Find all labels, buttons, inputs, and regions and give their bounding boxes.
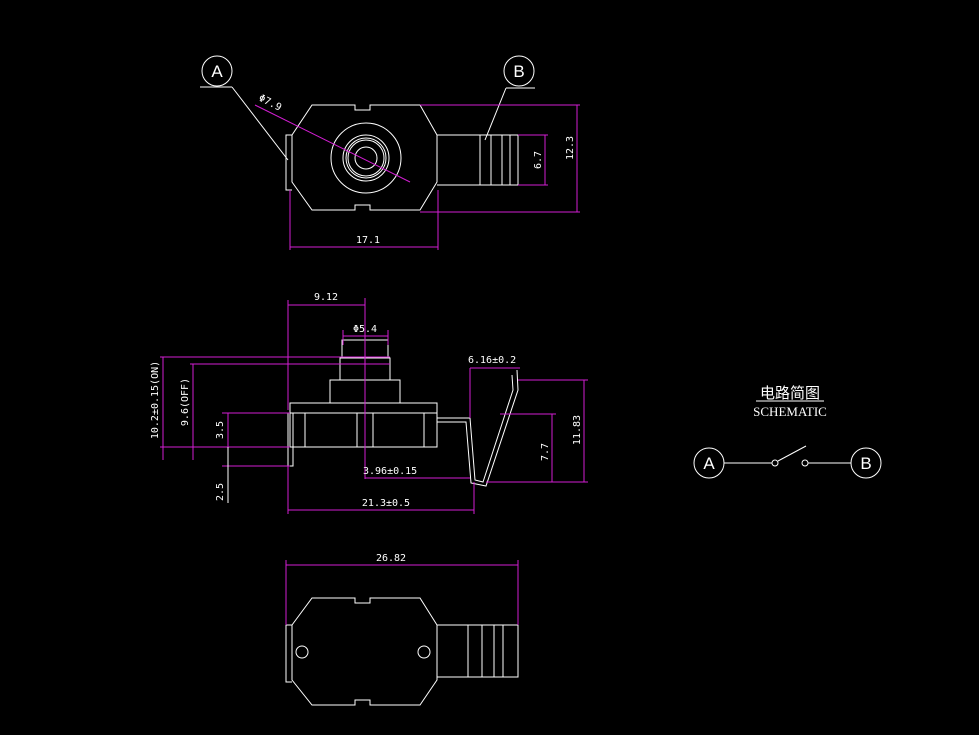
top-ring-circle xyxy=(342,134,390,182)
bottom-hole-left xyxy=(295,645,309,659)
leader-a xyxy=(231,86,289,161)
side-width-label: 21.3±0.5 xyxy=(362,498,410,509)
side-left-pin xyxy=(287,413,294,467)
top-left-tab xyxy=(285,134,292,191)
label-b: B xyxy=(513,62,524,81)
schematic-a-label: A xyxy=(703,454,715,473)
side-pin-offset-label: 3.96±0.15 xyxy=(363,466,417,477)
schematic-contact-right xyxy=(801,459,809,467)
top-body-outline xyxy=(291,104,438,211)
side-term-label: 11.83 xyxy=(572,415,583,445)
schematic-b-circle xyxy=(850,447,882,479)
bottom-body-outline xyxy=(291,597,438,706)
side-view: 9.12 Φ5.4 6.16±0.2 10.2±0.15(ON) 9.6(OFF… xyxy=(150,292,588,514)
top-button-circle xyxy=(354,146,378,170)
leader-b xyxy=(484,87,507,141)
schematic-contact-left xyxy=(771,459,779,467)
bottom-hole-right xyxy=(417,645,431,659)
top-diameter-line xyxy=(254,104,411,183)
bottom-left-tab xyxy=(285,624,292,683)
side-button-label: Φ5.4 xyxy=(353,324,377,335)
side-offset-label: 9.12 xyxy=(314,292,338,303)
top-right-terminal xyxy=(437,134,519,186)
label-a: A xyxy=(211,62,223,81)
schematic-switch-blade xyxy=(777,445,807,462)
label-a-circle xyxy=(201,55,233,87)
side-housing xyxy=(289,402,438,448)
side-pin-label: 2.5 xyxy=(215,483,226,501)
top-outer-circle xyxy=(330,122,402,194)
top-width-label: 17.1 xyxy=(356,235,380,246)
schematic: 电路简图 SCHEMATIC A B xyxy=(693,384,882,479)
schematic-b-label: B xyxy=(860,454,871,473)
schematic-title: 电路简图 xyxy=(760,384,820,402)
top-view: A B Φ7.9 17.1 6.7 12.3 xyxy=(200,55,580,250)
top-ring-circle-3 xyxy=(347,139,385,177)
bottom-right-terminal xyxy=(437,624,519,678)
side-terminal-label: 6.16±0.2 xyxy=(468,355,516,366)
side-term-small-label: 7.7 xyxy=(540,443,551,461)
top-height-label: 12.3 xyxy=(565,136,576,160)
side-body-label: 3.5 xyxy=(215,421,226,439)
bottom-width-label: 26.82 xyxy=(376,553,406,564)
label-b-circle xyxy=(503,55,535,87)
top-diameter-label: Φ7.9 xyxy=(257,93,283,114)
top-ring-circle-2 xyxy=(345,137,387,179)
schematic-subtitle: SCHEMATIC xyxy=(753,404,827,419)
side-right-terminal xyxy=(437,374,514,483)
side-on-label: 10.2±0.15(ON) xyxy=(150,361,161,439)
top-tab-label: 6.7 xyxy=(533,151,544,169)
side-right-terminal-inner xyxy=(437,369,519,487)
bottom-view: 26.82 xyxy=(285,553,519,706)
side-off-label: 9.6(OFF) xyxy=(180,378,191,426)
